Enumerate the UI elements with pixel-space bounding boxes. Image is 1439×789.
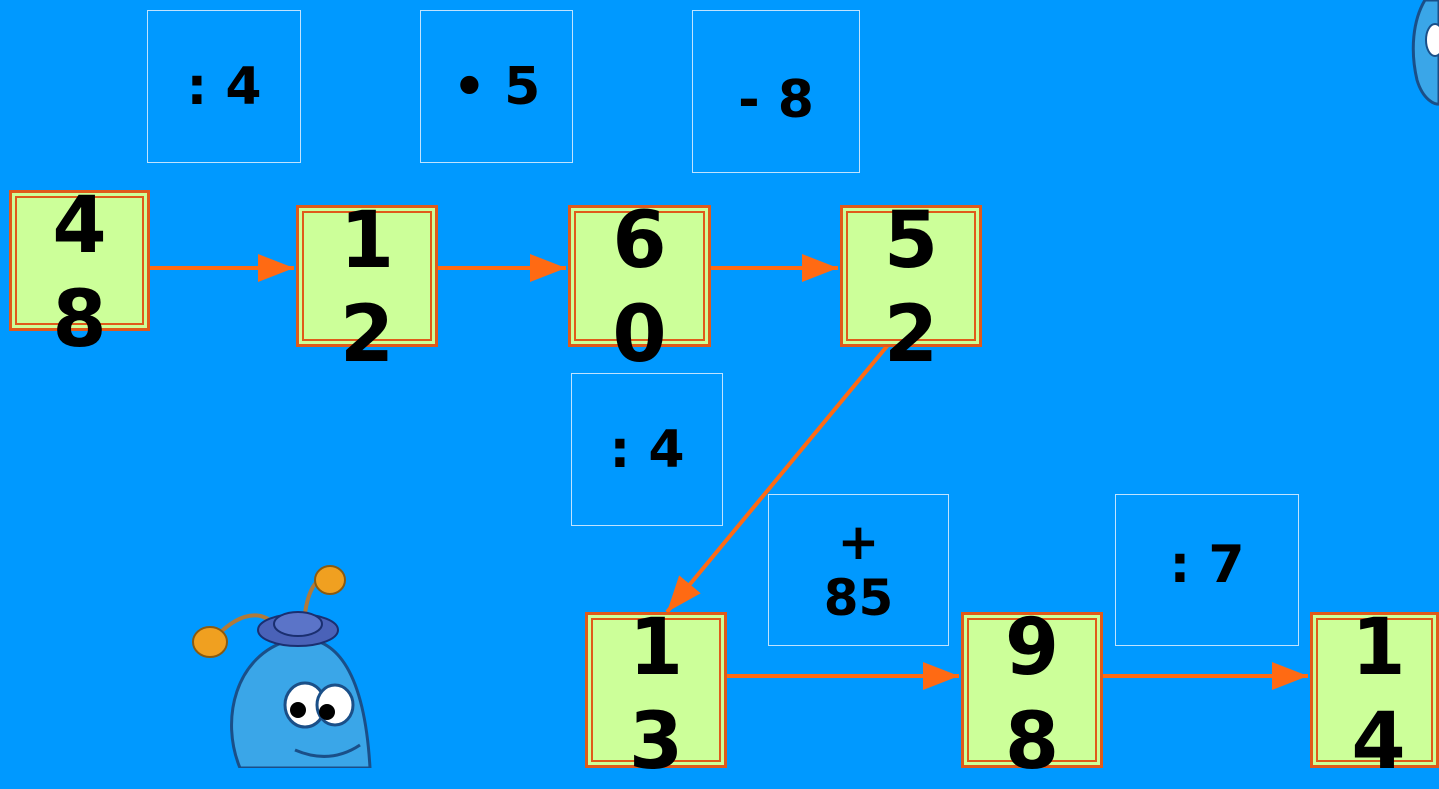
number-digits: 1 4 (1321, 601, 1436, 789)
number-box-52: 5 2 (840, 205, 982, 347)
number-box-60: 6 0 (568, 205, 711, 347)
partial-character-top-right (1405, 0, 1439, 110)
number-digits: 6 0 (571, 194, 708, 382)
number-box-98: 9 8 (961, 612, 1103, 768)
number-digits: 4 8 (12, 179, 147, 367)
number-digits: 9 8 (964, 601, 1100, 789)
arrow-52-to-13 (667, 345, 888, 612)
number-digits: 5 2 (843, 194, 979, 382)
number-digits: 1 3 (588, 601, 724, 789)
number-digits: 1 2 (299, 194, 435, 382)
number-box-48: 4 8 (9, 190, 150, 331)
number-box-13: 1 3 (585, 612, 727, 768)
cartoon-alien-character (180, 560, 400, 768)
number-box-14: 1 4 (1310, 612, 1439, 768)
number-box-12: 1 2 (296, 205, 438, 347)
